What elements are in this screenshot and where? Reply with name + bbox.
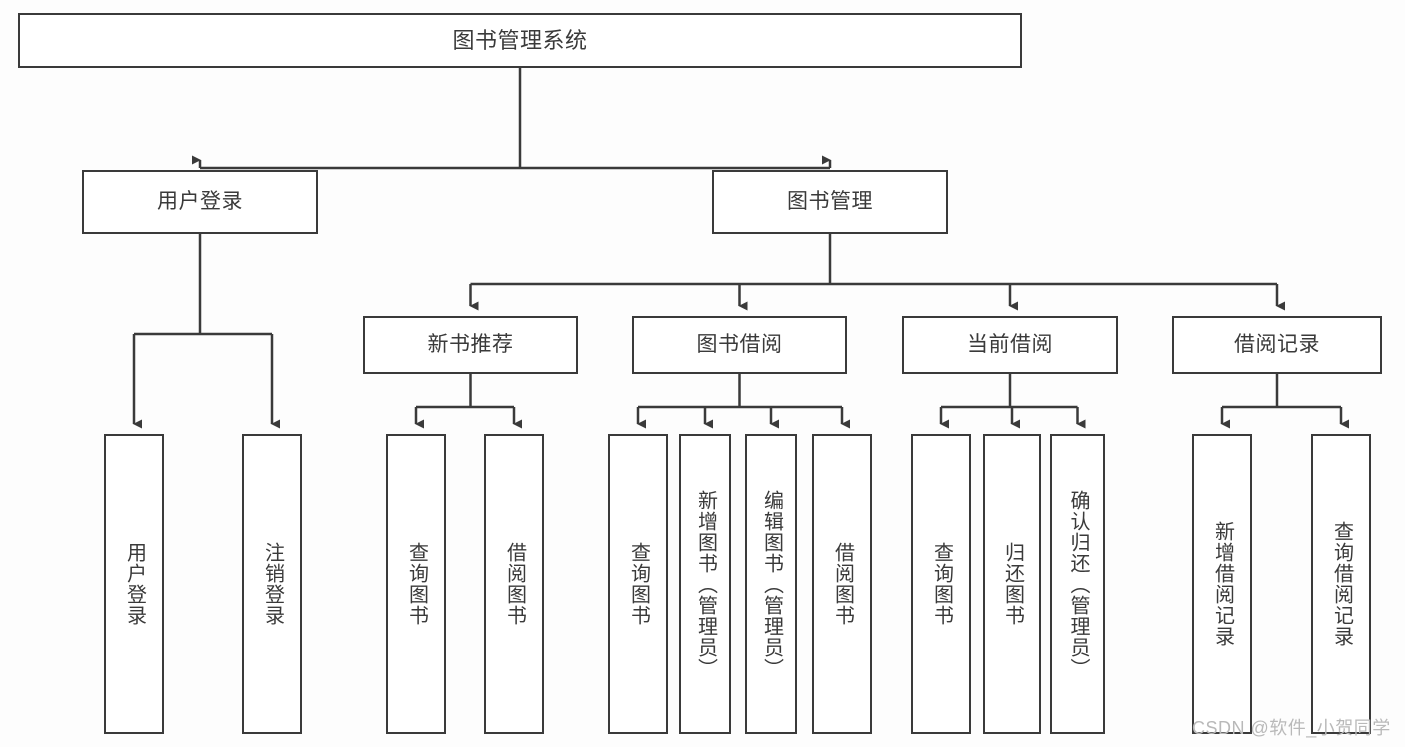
node-label: 用户登录 bbox=[157, 189, 243, 213]
node-label: 用户登录 bbox=[123, 542, 146, 626]
node-label: 当前借阅 bbox=[967, 332, 1053, 356]
node-label: 图书管理系统 bbox=[452, 27, 588, 53]
node-newbook[interactable]: 新书推荐 bbox=[363, 316, 578, 374]
node-label: 查询图书 bbox=[405, 542, 428, 626]
node-leaf-borrow-book[interactable]: 借阅图书 bbox=[812, 434, 872, 734]
node-label: 查询借阅记录 bbox=[1330, 521, 1353, 647]
node-bookmgmt[interactable]: 图书管理 bbox=[712, 170, 948, 234]
node-label: 借阅记录 bbox=[1234, 332, 1320, 356]
node-current[interactable]: 当前借阅 bbox=[902, 316, 1118, 374]
node-label: 查询图书 bbox=[930, 542, 953, 626]
node-borrow[interactable]: 图书借阅 bbox=[632, 316, 847, 374]
node-leaf-logout[interactable]: 注销登录 bbox=[242, 434, 302, 734]
node-root[interactable]: 图书管理系统 bbox=[18, 13, 1022, 68]
node-label: 新增图书（管理员） bbox=[694, 489, 717, 679]
node-leaf-return[interactable]: 归还图书 bbox=[983, 434, 1041, 734]
node-label: 确认归还（管理员） bbox=[1067, 489, 1089, 679]
node-leaf-borrow-new[interactable]: 借阅图书 bbox=[484, 434, 544, 734]
node-leaf-query-b[interactable]: 查询图书 bbox=[608, 434, 668, 734]
node-leaf-add-book[interactable]: 新增图书（管理员） bbox=[679, 434, 731, 734]
node-label: 借阅图书 bbox=[503, 542, 526, 626]
node-label: 新书推荐 bbox=[427, 332, 514, 356]
node-records[interactable]: 借阅记录 bbox=[1172, 316, 1382, 374]
node-label: 新增借阅记录 bbox=[1211, 521, 1234, 647]
node-leaf-login[interactable]: 用户登录 bbox=[104, 434, 164, 734]
node-label: 查询图书 bbox=[627, 542, 650, 626]
node-leaf-add-record[interactable]: 新增借阅记录 bbox=[1192, 434, 1252, 734]
node-leaf-edit-book[interactable]: 编辑图书（管理员） bbox=[745, 434, 797, 734]
node-login[interactable]: 用户登录 bbox=[82, 170, 318, 234]
node-label: 图书管理 bbox=[787, 189, 873, 213]
node-leaf-query-new[interactable]: 查询图书 bbox=[386, 434, 446, 734]
node-leaf-confirm[interactable]: 确认归还（管理员） bbox=[1050, 434, 1105, 734]
node-label: 编辑图书（管理员） bbox=[760, 489, 783, 679]
node-label: 归还图书 bbox=[1001, 542, 1024, 626]
node-label: 注销登录 bbox=[261, 542, 284, 626]
node-leaf-query-c[interactable]: 查询图书 bbox=[911, 434, 971, 734]
node-label: 图书借阅 bbox=[696, 332, 783, 356]
node-leaf-query-record[interactable]: 查询借阅记录 bbox=[1311, 434, 1371, 734]
node-label: 借阅图书 bbox=[831, 542, 854, 626]
